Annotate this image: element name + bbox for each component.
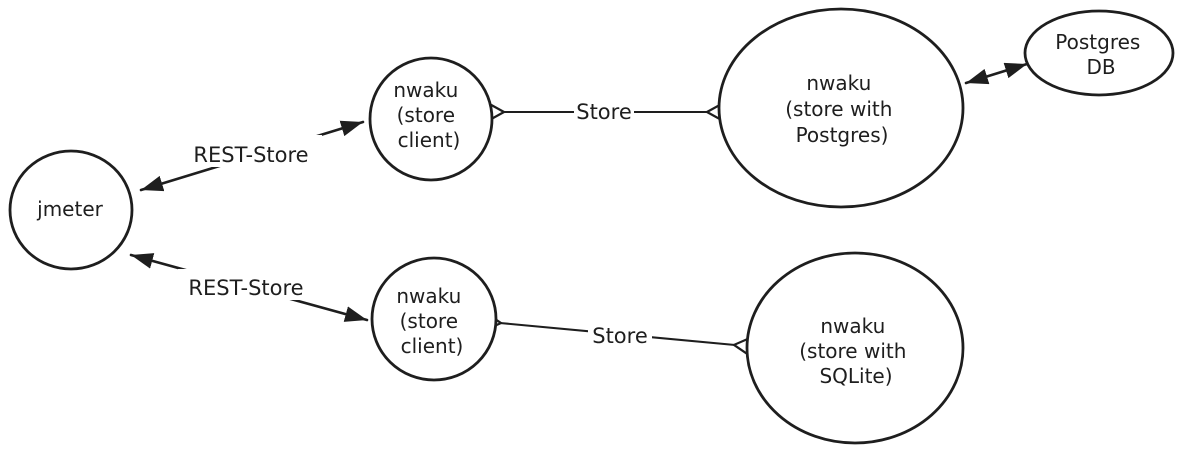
node-label: nwaku (store with Postgres)	[785, 71, 899, 147]
edge-line	[964, 62, 1029, 85]
node-label: jmeter	[36, 197, 103, 221]
node-ellipse	[368, 56, 494, 182]
node-label-line: nwaku	[396, 284, 461, 308]
node-label-line: nwaku	[393, 78, 458, 102]
node-label-line: nwaku	[820, 314, 885, 338]
node-label-line: (store with	[785, 97, 892, 121]
node-label-line: (store	[400, 309, 458, 333]
node-label-line: client)	[398, 128, 461, 152]
node-nwaku-store-postgres[interactable]: nwaku (store with Postgres)	[717, 7, 965, 209]
edge-label: Store	[592, 324, 648, 348]
node-ellipse	[745, 251, 965, 445]
node-label-line: DB	[1086, 55, 1115, 79]
edge-label: REST-Store	[193, 143, 308, 167]
edge-label-bg	[574, 95, 634, 124]
node-label: nwaku (store client)	[393, 78, 464, 152]
edge-label: Store	[576, 100, 632, 124]
node-nwaku-store-client-bottom[interactable]: nwaku (store client)	[370, 256, 498, 382]
node-postgres-db[interactable]: Postgres DB	[1023, 9, 1175, 97]
node-nwaku-store-sqlite[interactable]: nwaku (store with SQLite)	[745, 251, 965, 445]
node-label-line: (store	[397, 103, 455, 127]
node-nwaku-store-client-top[interactable]: nwaku (store client)	[368, 56, 494, 182]
node-jmeter[interactable]: jmeter	[8, 149, 134, 271]
node-label-line: Postgres	[1055, 30, 1140, 54]
edge-store-top[interactable]: Store	[503, 95, 708, 124]
edge-label-bg	[178, 269, 315, 300]
edge-label-bg	[182, 135, 322, 167]
node-label-line: (store with	[799, 339, 906, 363]
edge-postgres-db-link[interactable]	[964, 62, 1029, 85]
edge-label: REST-Store	[188, 276, 303, 300]
node-label-line: jmeter	[36, 197, 103, 221]
node-label: Postgres DB	[1055, 30, 1146, 79]
node-label-line: SQLite)	[819, 364, 892, 388]
edge-label-bg	[588, 320, 652, 348]
edge-rest-store-bottom[interactable]: REST-Store	[129, 253, 369, 322]
node-ellipse	[1023, 9, 1175, 97]
node-label: nwaku (store client)	[396, 284, 467, 358]
node-ellipse	[370, 256, 498, 382]
edge-rest-store-top[interactable]: REST-Store	[139, 120, 365, 192]
node-label: nwaku (store with SQLite)	[799, 314, 913, 388]
node-label-line: client)	[401, 334, 464, 358]
edge-store-bottom[interactable]: Store	[500, 320, 735, 348]
node-label-line: nwaku	[806, 71, 871, 95]
node-ellipse	[717, 7, 965, 209]
node-ellipse	[8, 149, 134, 271]
node-label-line: Postgres)	[796, 123, 889, 147]
